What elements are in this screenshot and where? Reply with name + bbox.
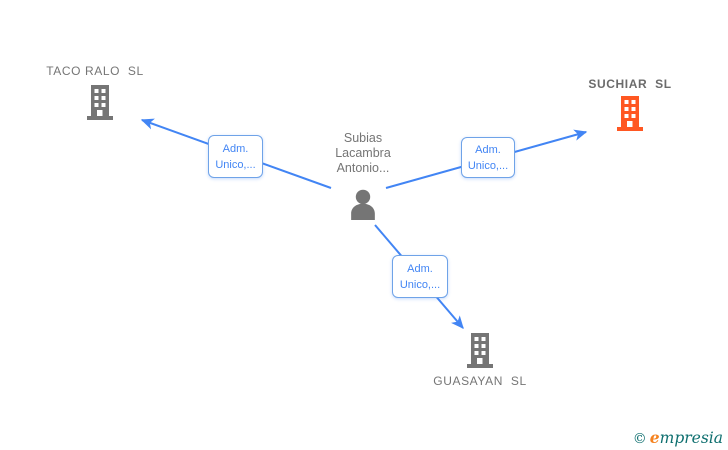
edge-label-guasayan[interactable]: Adm. Unico,... xyxy=(392,255,448,298)
edge-label-line: Unico,... xyxy=(399,278,441,291)
person-name-line: Subias xyxy=(343,131,383,145)
building-icon[interactable] xyxy=(84,85,116,126)
edge-label-line: Adm. xyxy=(475,143,501,156)
brand-initial: e xyxy=(649,428,660,447)
person-icon[interactable] xyxy=(345,187,381,228)
edge-label-line: Adm. xyxy=(407,262,433,275)
company-label-taco-ralo[interactable]: TACO RALO SL xyxy=(46,64,144,78)
person-name[interactable]: Subias Lacambra Antonio... xyxy=(288,131,438,176)
building-icon[interactable] xyxy=(614,96,646,137)
person-name-line: Lacambra xyxy=(335,146,391,160)
brand-rest: mpresia xyxy=(659,429,723,447)
edge-label-taco-ralo[interactable]: Adm. Unico,... xyxy=(208,135,263,178)
edge-label-line: Unico,... xyxy=(467,159,509,172)
copyright-icon: © xyxy=(632,431,647,447)
edge-label-line: Adm. xyxy=(222,142,249,155)
empresia-logo: ©empresia xyxy=(633,428,723,447)
person-name-line: Antonio... xyxy=(336,161,390,175)
company-label-suchiar[interactable]: SUCHIAR SL xyxy=(588,77,672,91)
edge-label-suchiar[interactable]: Adm. Unico,... xyxy=(461,137,515,178)
edge-label-line: Unico,... xyxy=(215,158,256,171)
company-label-guasayan[interactable]: GUASAYAN SL xyxy=(433,374,527,388)
building-icon[interactable] xyxy=(464,333,496,374)
